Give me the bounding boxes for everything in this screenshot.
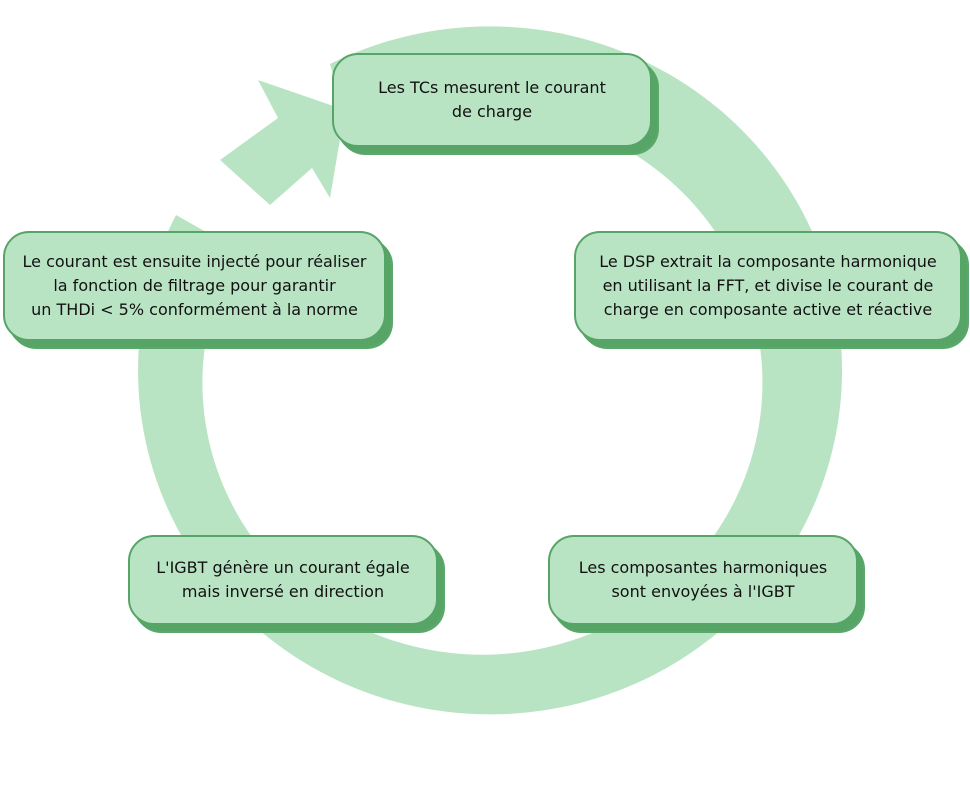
step-label: Les TCs mesurent le courant de charge [378, 78, 606, 121]
step-box-dsp-fft: Le DSP extrait la composante harmonique … [574, 231, 962, 341]
step-box-harmonics-to-igbt: Les composantes harmoniques sont envoyée… [548, 535, 858, 625]
step-box-current-injection: Le courant est ensuite injecté pour réal… [3, 231, 386, 341]
arrowhead-icon [220, 80, 345, 205]
step-label: Le courant est ensuite injecté pour réal… [22, 252, 367, 319]
step-box-igbt-generate: L'IGBT génère un courant égale mais inve… [128, 535, 438, 625]
step-label: L'IGBT génère un courant égale mais inve… [156, 558, 410, 601]
step-label: Le DSP extrait la composante harmonique … [599, 252, 937, 319]
step-box-ct-measure: Les TCs mesurent le courant de charge [332, 53, 652, 147]
step-label: Les composantes harmoniques sont envoyée… [578, 558, 828, 601]
